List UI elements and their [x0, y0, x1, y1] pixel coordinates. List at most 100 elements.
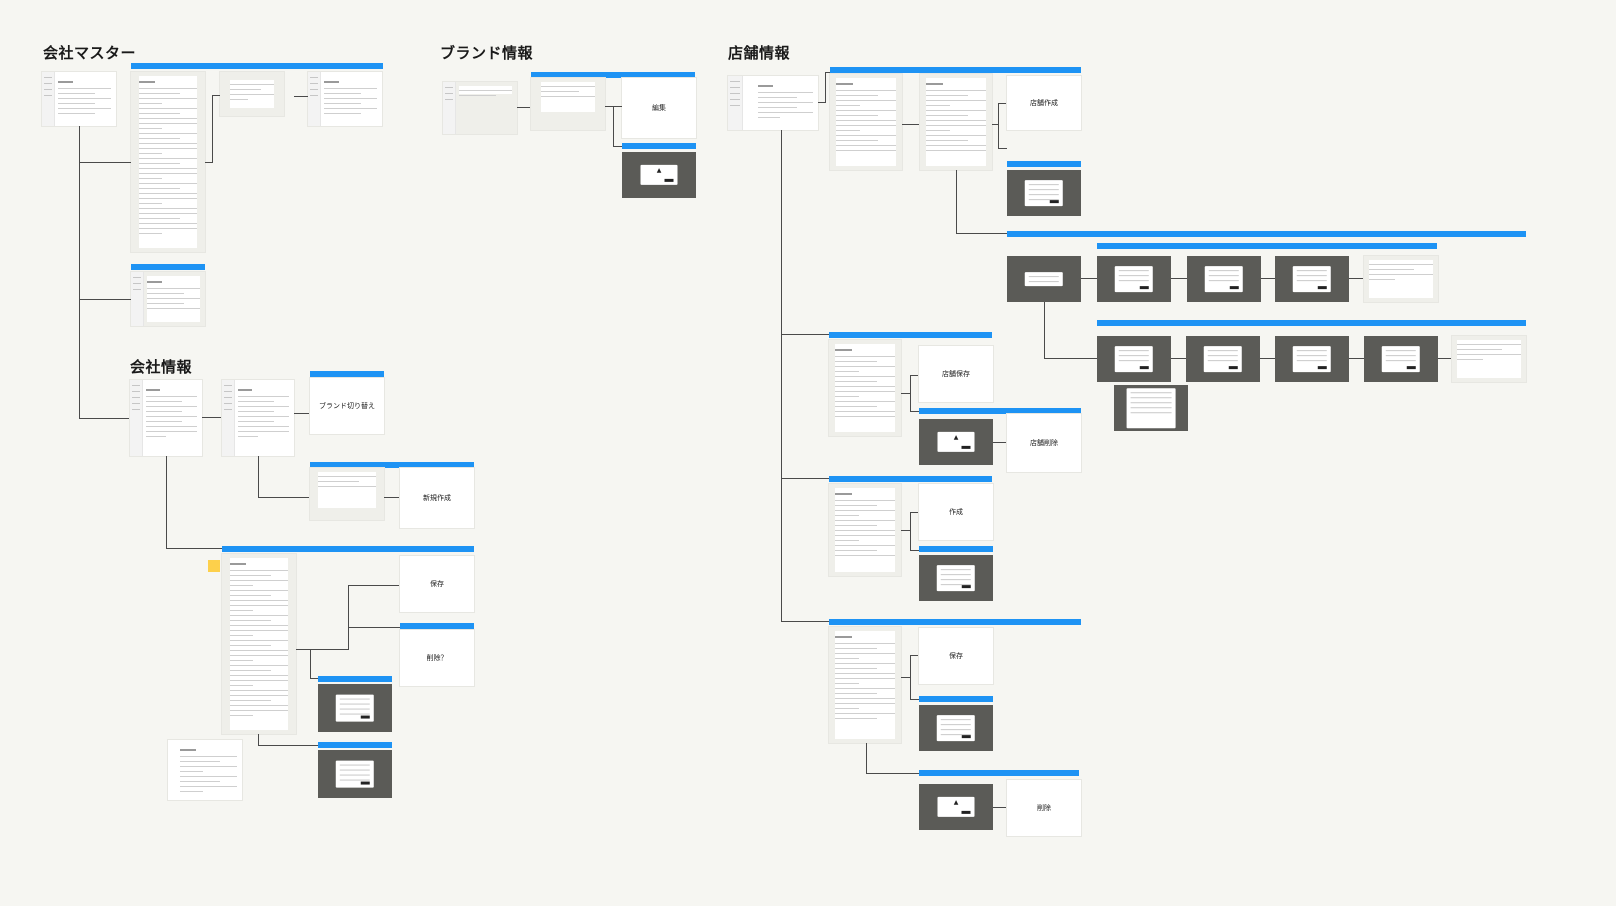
connector: [310, 649, 311, 679]
screen-dialog-h[interactable]: [1364, 336, 1438, 382]
connector: [79, 162, 131, 163]
screen-company-list-2[interactable]: [308, 72, 382, 126]
connector: [212, 95, 213, 163]
screen-brand-edit[interactable]: [531, 78, 605, 130]
save2-card[interactable]: 保存: [919, 628, 993, 684]
sticky-note: [208, 560, 220, 572]
flow-header-bar: [919, 770, 1079, 776]
flow-header-bar: [919, 696, 993, 702]
flow-header-bar: [131, 63, 383, 69]
screen-dialog-c[interactable]: [1187, 256, 1261, 302]
store-save-card[interactable]: 店舗保存: [919, 346, 993, 402]
screen-store-result-2[interactable]: [1452, 336, 1526, 382]
screen-store-new-2[interactable]: [920, 74, 992, 170]
connector: [296, 649, 349, 650]
flow-header-bar: [622, 143, 696, 149]
screen-company-modal[interactable]: [220, 72, 284, 116]
screen-delete-confirm[interactable]: ▲: [919, 784, 993, 830]
screen-company-list[interactable]: [42, 72, 116, 126]
flow-header-bar: [830, 67, 1081, 73]
screen-save2-dialog[interactable]: [919, 705, 993, 751]
new-create-label: 新規作成: [423, 494, 451, 502]
flow-header-bar: [222, 546, 474, 552]
create-label: 作成: [949, 508, 963, 516]
flow-header-bar: [318, 676, 392, 682]
screen-dialog-g[interactable]: [1275, 336, 1349, 382]
screen-store-sub-create[interactable]: [829, 484, 901, 576]
delete-q-label: 削除？: [426, 654, 448, 662]
screen-modal-dialog-2[interactable]: [318, 750, 392, 798]
screen-store-sub-edit[interactable]: [829, 627, 901, 743]
screen-new-create[interactable]: [310, 468, 384, 520]
connector: [1349, 278, 1364, 279]
section-title-store-info: 店舗情報: [728, 44, 791, 62]
screen-company-info-2[interactable]: [222, 380, 294, 456]
connector: [998, 148, 1007, 149]
brand-switch-card[interactable]: ブランド切り替え: [310, 378, 384, 434]
connector: [310, 678, 318, 679]
section-title-brand-info: ブランド情報: [440, 44, 534, 62]
screen-company-edit-form[interactable]: [222, 554, 296, 734]
connector: [825, 72, 830, 73]
connector: [1438, 358, 1452, 359]
screen-store-list[interactable]: [728, 76, 818, 130]
connector: [956, 233, 1007, 234]
screen-store-edit[interactable]: [829, 340, 901, 436]
screen-detail-small[interactable]: [168, 740, 242, 800]
screen-company-info[interactable]: [130, 380, 202, 456]
flow-header-bar: [531, 72, 695, 78]
screen-store-dialog[interactable]: [1007, 170, 1081, 216]
connector: [1260, 358, 1275, 359]
screen-dialog-d[interactable]: [1275, 256, 1349, 302]
screen-dialog-a[interactable]: [1007, 256, 1081, 302]
screen-dialog-f[interactable]: [1186, 336, 1260, 382]
delete-label: 削除: [1037, 804, 1051, 812]
screen-dialog-b[interactable]: [1097, 256, 1171, 302]
connector: [910, 512, 911, 550]
section-title-company-master: 会社マスター: [43, 44, 137, 62]
screen-dialog-e[interactable]: [1097, 336, 1171, 382]
save-card[interactable]: 保存: [400, 556, 474, 612]
screen-store-delete-confirm[interactable]: ▲: [919, 419, 993, 465]
connector: [1349, 358, 1364, 359]
flow-header-bar: [131, 264, 205, 270]
connector: [866, 743, 867, 773]
flow-header-bar: [919, 408, 1081, 414]
connector: [613, 106, 614, 146]
connector: [781, 130, 782, 622]
flow-header-bar: [829, 332, 992, 338]
new-create-card[interactable]: 新規作成: [400, 468, 474, 528]
flow-header-bar: [829, 476, 992, 482]
store-delete-card[interactable]: 店舗削除: [1007, 414, 1081, 472]
connector: [1044, 302, 1045, 358]
create-card[interactable]: 作成: [919, 484, 993, 540]
warning-icon: ▲: [656, 166, 662, 174]
connector: [910, 550, 919, 551]
connector: [258, 497, 310, 498]
flow-header-bar: [1007, 231, 1526, 237]
connector: [781, 621, 829, 622]
connector: [79, 418, 131, 419]
connector: [294, 413, 310, 414]
screen-modal-dialog[interactable]: [318, 684, 392, 732]
connector: [258, 745, 318, 746]
delete-card[interactable]: 削除: [1007, 780, 1081, 836]
screen-store-result[interactable]: [1364, 256, 1438, 302]
connector: [910, 411, 919, 412]
connector: [910, 699, 919, 700]
screen-company-detail[interactable]: [131, 272, 205, 326]
screen-dialog-i[interactable]: [1114, 385, 1188, 431]
screen-brand-confirm[interactable]: ▲: [622, 152, 696, 198]
store-create-card[interactable]: 店舗作成: [1007, 76, 1081, 130]
connector: [517, 107, 531, 108]
screen-create-dialog[interactable]: [919, 555, 993, 601]
screen-brand-list[interactable]: [443, 82, 517, 134]
connector: [348, 585, 349, 649]
screen-store-new[interactable]: [830, 74, 902, 170]
connector: [79, 299, 131, 300]
brand-edit-card[interactable]: 編集: [622, 78, 696, 138]
connector: [384, 497, 400, 498]
screen-company-edit-long[interactable]: [131, 72, 205, 252]
connector: [825, 72, 826, 102]
delete-confirm-card[interactable]: 削除？: [400, 630, 474, 686]
